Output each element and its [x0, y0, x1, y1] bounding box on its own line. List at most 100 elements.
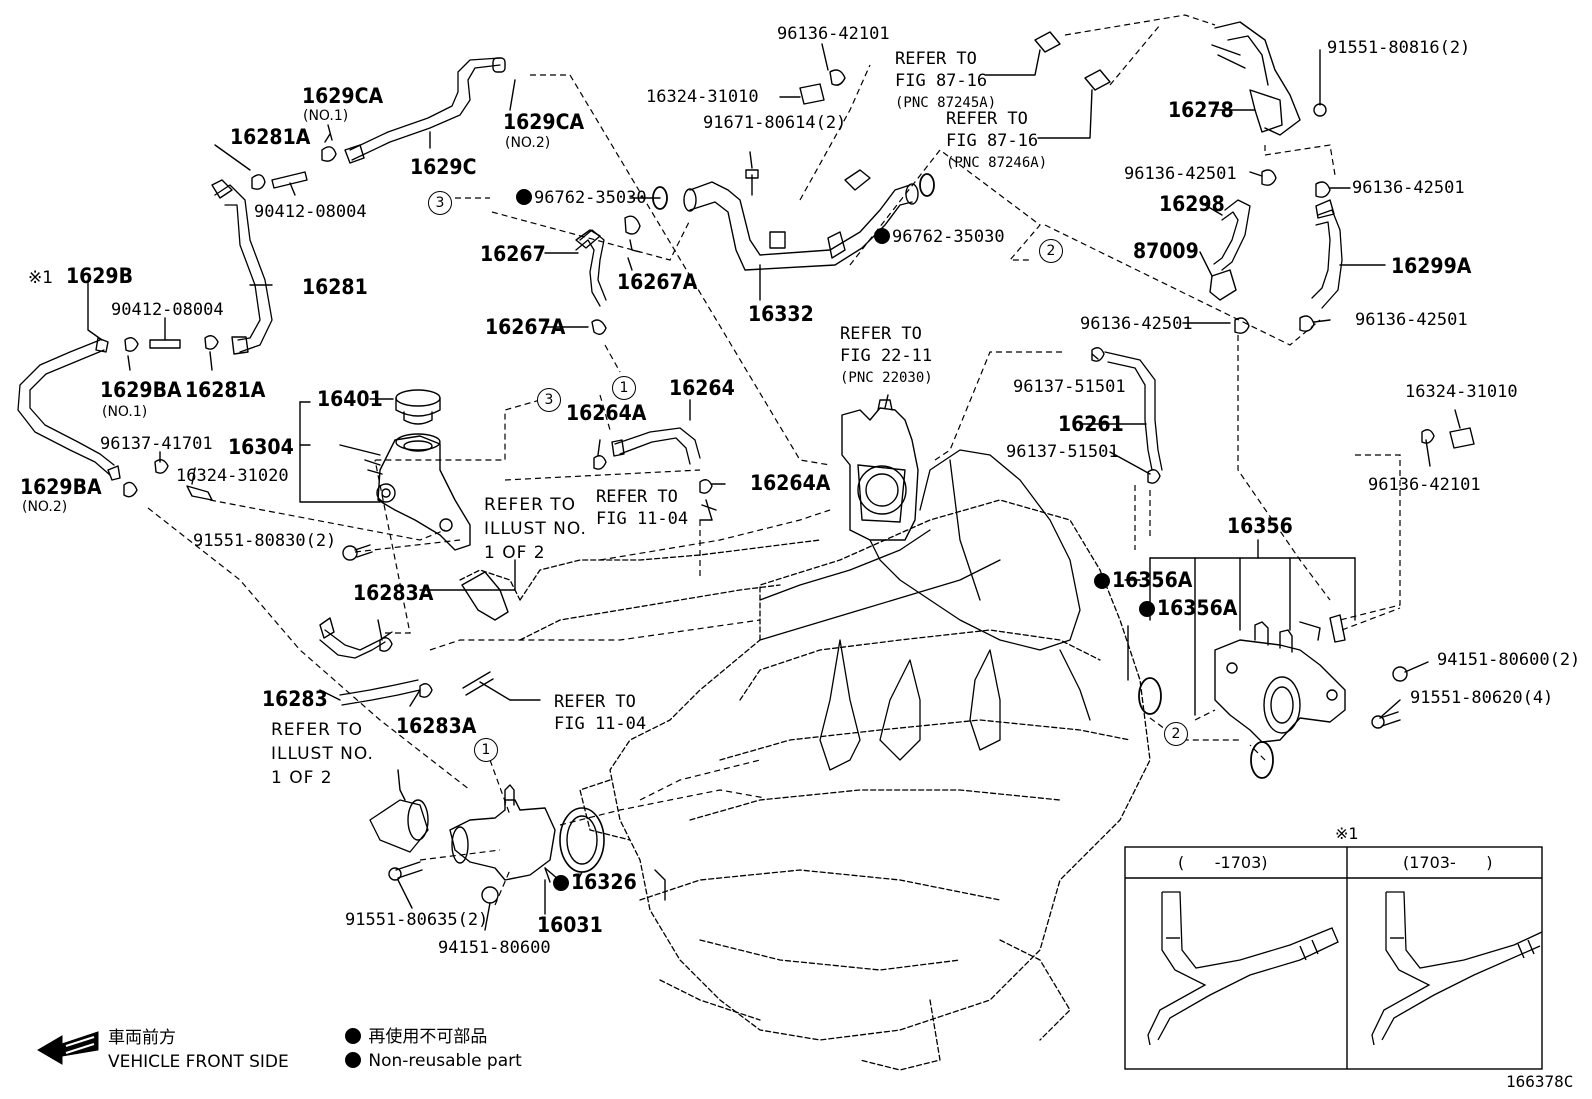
nonreusable-dot-icon	[1094, 573, 1110, 589]
circle-marker-1: 1	[612, 376, 636, 400]
water-outlet-16304	[364, 433, 471, 551]
figure-id: 166378C	[1506, 1072, 1574, 1091]
engine-block	[579, 499, 1151, 1071]
label-96136-42501-b: 96136-42501	[1352, 178, 1465, 198]
label-16299a: 16299A	[1391, 254, 1472, 278]
label-16324-31010-right: 16324-31010	[1405, 382, 1518, 402]
label-96137-51501-b: 96137-51501	[1006, 442, 1119, 462]
nonreusable-dot-icon	[516, 189, 532, 205]
label-91551-80635: 91551-80635(2)	[345, 910, 489, 930]
label-1629b: 1629B	[66, 264, 133, 288]
nonreusable-dot-icon	[1139, 601, 1155, 617]
legend-front-en: VEHICLE FRONT SIDE	[108, 1052, 289, 1072]
hose-16264	[614, 427, 701, 465]
label-96136-42501-c: 96136-42501	[1080, 314, 1193, 334]
hose-16298	[1213, 199, 1251, 271]
label-16261: 16261	[1058, 412, 1124, 436]
circle-marker-2: 2	[1039, 239, 1063, 263]
hose-16267	[575, 229, 607, 307]
label-16401: 16401	[317, 387, 383, 411]
label-16278: 16278	[1168, 98, 1234, 122]
label-16326: 16326	[553, 872, 637, 893]
label-91551-80830: 91551-80830(2)	[193, 531, 337, 551]
hose-16299a	[1311, 209, 1343, 309]
legend-front-jp: 車両前方	[108, 1028, 176, 1048]
hose-1629b	[17, 339, 115, 476]
label-16281: 16281	[302, 275, 368, 299]
inset-box	[1124, 846, 1543, 1070]
label-16267a-right: 16267A	[617, 270, 698, 294]
label-96136-42501-d: 96136-42501	[1355, 310, 1468, 330]
bypass-pipe-16332	[683, 169, 919, 271]
label-91671-80614: 91671-80614(2)	[703, 113, 847, 133]
label-90412-top: 90412-08004	[254, 202, 367, 222]
circle-marker-1: 1	[474, 738, 498, 762]
label-16356a-a: 16356A	[1094, 570, 1192, 591]
hose-16261	[1104, 351, 1163, 471]
label-96136-42501-a: 96136-42501	[1124, 164, 1237, 184]
label-1629ca-no2-sub: (NO.2)	[505, 135, 551, 151]
label-1629ba-no2: 1629BA	[20, 475, 102, 499]
intake-manifold	[759, 449, 1091, 771]
nonreusable-dot-icon	[874, 228, 890, 244]
circle-marker-3: 3	[428, 191, 452, 215]
label-91551-80816: 91551-80816(2)	[1327, 38, 1471, 58]
label-16283a-bot: 16283A	[396, 714, 477, 738]
label-16324-31020: 16324-31020	[176, 466, 289, 486]
label-96136-42101-right: 96136-42101	[1368, 475, 1481, 495]
left-hose-end	[461, 571, 509, 621]
water-inlet-16356	[1214, 621, 1346, 743]
label-96762-left: 96762-35030	[516, 189, 647, 207]
label-16283a-top: 16283A	[353, 581, 434, 605]
hose-1629c-end	[492, 57, 506, 73]
label-87009: 87009	[1133, 239, 1199, 263]
label-16304: 16304	[228, 435, 294, 459]
label-16356a-b: 16356A	[1139, 598, 1237, 619]
label-1629ba-no1-sub: (NO.1)	[102, 404, 148, 420]
thermostat-housing-16031	[449, 784, 556, 881]
label-16324-31010-top: 16324-31010	[646, 87, 759, 107]
label-16298: 16298	[1159, 192, 1225, 216]
legend-nonreuse-jp: 再使用不可部品	[345, 1028, 487, 1046]
inset-note-mark: ※1	[1335, 824, 1359, 843]
label-96136-42101-top: 96136-42101	[777, 24, 890, 44]
nonreusable-dot-icon	[345, 1028, 361, 1044]
label-96137-41701: 96137-41701	[100, 434, 213, 454]
label-16264a-left: 16264A	[566, 401, 647, 425]
label-1629ba-no1: 1629BA	[100, 378, 182, 402]
legend-nonreuse-en: Non-reusable part	[345, 1052, 522, 1070]
label-note-mark: ※1	[28, 268, 54, 288]
label-16264a-right: 16264A	[750, 471, 831, 495]
hose-1629c	[349, 57, 501, 161]
label-91551-80620: 91551-80620(4)	[1410, 688, 1554, 708]
label-1629c: 1629C	[410, 155, 477, 179]
label-16031: 16031	[537, 913, 603, 937]
label-16267a-left: 16267A	[485, 315, 566, 339]
circle-marker-2: 2	[1164, 722, 1188, 746]
radiator-cap-16401	[395, 389, 441, 425]
label-1629ca-no1: 1629CA	[302, 84, 384, 108]
label-16356: 16356	[1227, 514, 1293, 538]
label-16332: 16332	[748, 302, 814, 326]
inset-col-left: ( -1703)	[1178, 853, 1268, 872]
inset-col-right: (1703- )	[1403, 853, 1493, 872]
label-1629ba-no2-sub: (NO.2)	[22, 499, 68, 515]
label-90412-mid: 90412-08004	[111, 300, 224, 320]
label-94151-80600-bot: 94151-80600	[438, 938, 551, 958]
label-96762-right: 96762-35030	[874, 228, 1005, 246]
label-16281a-bot: 16281A	[185, 378, 266, 402]
label-16283: 16283	[262, 687, 328, 711]
label-1629ca-no2: 1629CA	[503, 110, 585, 134]
nonreusable-dot-icon	[553, 875, 569, 891]
throttle-body	[841, 399, 919, 541]
label-16267: 16267	[480, 242, 546, 266]
